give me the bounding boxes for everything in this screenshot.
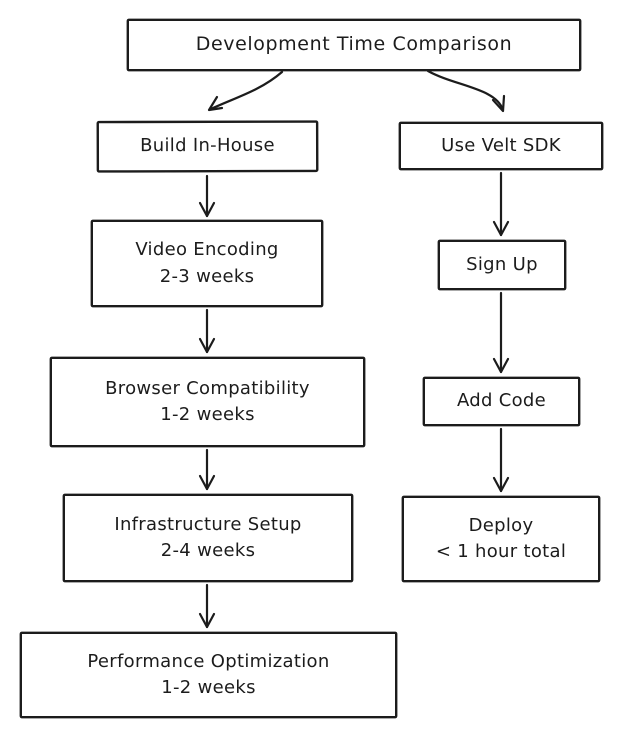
- node-label: Deploy: [468, 514, 534, 536]
- arrow-inhouse-to-video: [198, 174, 216, 218]
- node-sign-up: Sign Up: [438, 240, 566, 290]
- node-build-in-house: Build In-House: [96, 120, 319, 173]
- node-video-encoding: Video Encoding 2-3 weeks: [91, 220, 323, 307]
- node-infrastructure-setup: Infrastructure Setup 2-4 weeks: [63, 494, 353, 582]
- arrow-signup-to-addcode: [492, 291, 510, 374]
- node-browser-compatibility: Browser Compatibility 1-2 weeks: [50, 357, 365, 447]
- node-label: Build In-House: [140, 135, 275, 157]
- node-label: Video Encoding: [135, 239, 279, 261]
- node-duration: 1-2 weeks: [160, 404, 255, 425]
- node-use-velt-sdk: Use Velt SDK: [399, 122, 603, 170]
- node-label: Browser Compatibility: [105, 377, 310, 399]
- arrow-velt-to-signup: [492, 171, 510, 237]
- arrow-browser-to-infra: [198, 448, 216, 491]
- node-duration: 1-2 weeks: [161, 677, 256, 698]
- arrow-addcode-to-deploy: [492, 427, 510, 493]
- node-label: Infrastructure Setup: [114, 513, 302, 535]
- node-label: Add Code: [456, 390, 547, 412]
- arrow-title-to-inhouse: [207, 70, 284, 112]
- arrow-video-to-browser: [198, 308, 216, 354]
- node-duration: 2-3 weeks: [159, 265, 255, 287]
- node-label: Performance Optimization: [87, 650, 330, 672]
- node-add-code: Add Code: [423, 377, 580, 426]
- arrow-title-to-velt: [426, 69, 506, 113]
- node-duration: < 1 hour total: [435, 541, 567, 562]
- node-label: Development Time Comparison: [195, 33, 513, 56]
- node-deploy: Deploy < 1 hour total: [402, 496, 600, 582]
- node-label: Sign Up: [466, 253, 538, 275]
- node-development-time-comparison: Development Time Comparison: [127, 19, 581, 71]
- node-duration: 2-4 weeks: [160, 540, 256, 561]
- node-label: Use Velt SDK: [441, 134, 561, 156]
- node-performance-optimization: Performance Optimization 1-2 weeks: [20, 632, 397, 718]
- arrow-infra-to-perf: [198, 583, 216, 629]
